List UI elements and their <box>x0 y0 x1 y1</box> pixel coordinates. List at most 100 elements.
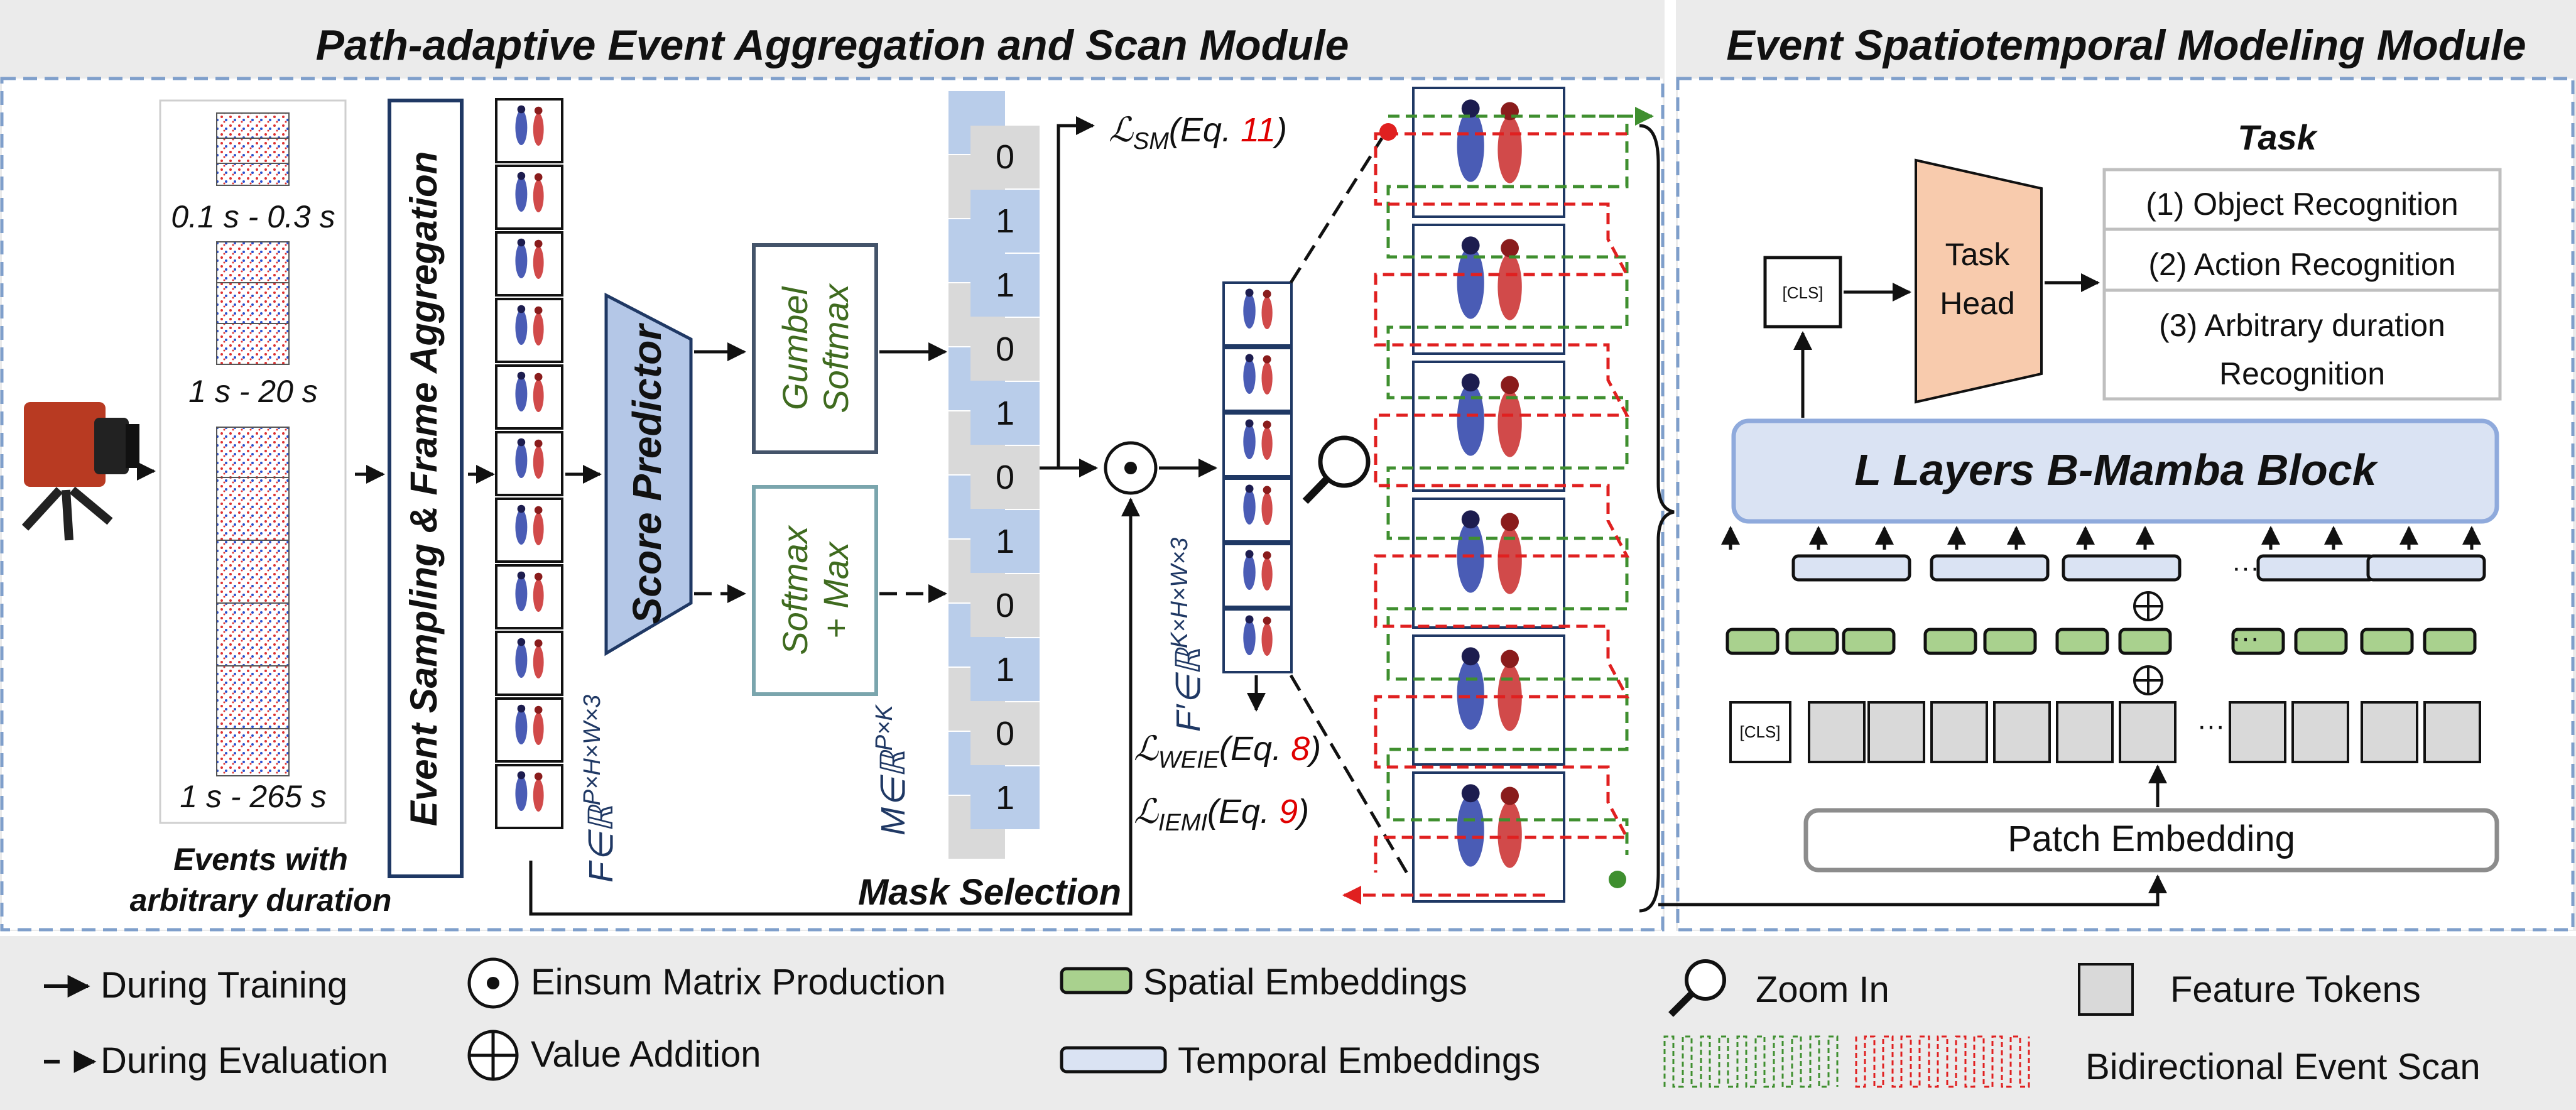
mask-value-3: 1 <box>996 266 1014 304</box>
mask-cell-6 <box>970 446 1040 509</box>
legend-zoom-icon <box>1668 959 1726 1017</box>
selected-frame-1 <box>1222 281 1293 347</box>
temporal-embedding-3 <box>2062 554 2182 582</box>
event-volume-short <box>216 112 290 186</box>
selected-frame-1-figure-blob-a <box>1243 293 1256 329</box>
patch-embedding-label: Patch Embedding <box>2008 819 2295 859</box>
zoom-frame-6-figure-blob-a <box>1457 794 1484 867</box>
temporal-embedding-5 <box>2366 554 2486 582</box>
frame-5-figure-blob-a <box>515 376 528 411</box>
selected-frame-4-figure-head-a <box>1245 484 1254 493</box>
spatial-embedding-8 <box>2231 628 2285 655</box>
feature-token-7 <box>2229 701 2286 763</box>
legend-add-icon <box>467 1030 519 1081</box>
gumbel-label-line2: Softmax <box>816 283 856 413</box>
feature-token-10 <box>2423 701 2481 763</box>
zoom-frame-1-figure-blob-a <box>1457 109 1484 182</box>
f-dimension-label: F∈ℝP×H×W×3 <box>579 695 620 883</box>
frame-2 <box>495 165 563 230</box>
frame-1-figure-blob-a <box>515 110 528 145</box>
frame-9-figure-head-b <box>534 639 543 648</box>
zoom-frame-2 <box>1412 224 1565 355</box>
zoom-frame-2-figure-blob-a <box>1457 246 1484 319</box>
zoom-frame-4 <box>1412 498 1565 629</box>
mask-value-10: 0 <box>996 715 1014 753</box>
feature-token-4 <box>1993 701 2051 763</box>
task-head-block <box>1915 158 2043 404</box>
ellipsis-spatial: ··· <box>2232 623 2259 653</box>
frame-6-figure-blob-b <box>533 446 544 479</box>
cls-token-box <box>1729 701 1791 763</box>
curly-brace <box>1639 124 1675 913</box>
mask-cell-3 <box>970 254 1040 317</box>
cls-output-box <box>1763 256 1842 329</box>
zoom-line-top <box>1289 137 1384 284</box>
feature-token-9 <box>2361 701 2418 763</box>
mamba-label: L Layers B-Mamba Block <box>1854 445 2378 494</box>
spatial-embedding-6 <box>2055 628 2109 655</box>
selected-frame-4 <box>1222 477 1293 543</box>
fprime-dimension-label: F′∈ℝK×H×W×3 <box>1166 538 1207 732</box>
ellipsis-temporal: ··· <box>2232 552 2259 583</box>
selected-frame-6-figure-head-a <box>1245 615 1254 624</box>
selected-frame-1-figure-head-a <box>1245 288 1254 297</box>
scan-end-dot <box>1609 871 1626 888</box>
zoom-frame-4-figure-head-a <box>1461 510 1480 529</box>
frame-1 <box>495 98 563 163</box>
cls-token-label: [CLS] <box>1739 722 1780 741</box>
zoom-frame-2-figure-head-a <box>1461 236 1480 255</box>
mask-cell-5 <box>970 382 1040 445</box>
mask-cell-10 <box>970 702 1040 765</box>
add-operator-2 <box>2133 665 2163 695</box>
right-module-title: Event Spatiotemporal Modeling Module <box>1726 21 2526 69</box>
frame-11-figure-head-a <box>517 771 526 780</box>
mask-cell-11 <box>970 766 1040 829</box>
selected-frame-5 <box>1222 543 1293 608</box>
frame-11 <box>495 764 563 829</box>
selected-frame-5-figure-head-a <box>1245 550 1254 558</box>
mask-cell-8 <box>970 574 1040 637</box>
spatial-embedding-2 <box>1785 628 1839 655</box>
task-title: Task <box>2237 117 2318 157</box>
task-item-2: (2) Action Recognition <box>2148 247 2455 282</box>
frame-6-figure-head-a <box>517 438 526 447</box>
zoom-frame-2-figure-blob-b <box>1497 253 1522 320</box>
feature-token-6 <box>2119 701 2177 763</box>
legend-spatial-label: Spatial Embeddings <box>1143 962 1467 1003</box>
zoom-frame-1-figure-blob-b <box>1497 116 1522 183</box>
zoom-frame-3-figure-head-a <box>1461 373 1480 392</box>
zoom-frame-3 <box>1412 361 1565 492</box>
legend-scan-red <box>1855 1035 2030 1088</box>
frame-8-figure-blob-b <box>533 579 544 612</box>
legend-zoom-label: Zoom In <box>1756 969 1889 1010</box>
frame-9-figure-blob-b <box>533 646 544 678</box>
arrow-frames-einsum <box>529 498 1140 916</box>
frame-5 <box>495 364 563 430</box>
frame-8-figure-head-b <box>534 572 543 581</box>
legend-token-label: Feature Tokens <box>2170 969 2421 1010</box>
frame-10-figure-head-a <box>517 704 526 713</box>
selected-frame-2-figure-head-b <box>1263 355 1271 364</box>
duration-label-1: 0.1 s - 0.3 s <box>171 199 335 234</box>
scan-path-backward <box>1374 132 1630 873</box>
selected-frame-3 <box>1222 412 1293 477</box>
legend-spatial-swatch <box>1060 967 1133 994</box>
mask-value-9: 1 <box>996 651 1014 688</box>
loss-sm-label: ℒSM(Eq. 11) <box>1109 111 1287 155</box>
zoom-frame-3-figure-blob-b <box>1497 390 1522 457</box>
frame-2-figure-blob-a <box>515 177 528 212</box>
selected-frame-5-figure-blob-b <box>1261 558 1273 590</box>
einsum-operator <box>1104 441 1158 495</box>
zoom-frame-5-figure-blob-b <box>1497 664 1522 731</box>
selected-frame-3-figure-head-a <box>1245 419 1254 428</box>
spatial-embedding-3 <box>1842 628 1896 655</box>
feature-token-5 <box>2056 701 2114 763</box>
frame-7-figure-blob-b <box>533 513 544 545</box>
selected-frame-5-figure-head-b <box>1263 551 1271 560</box>
ellipsis-tokens: ··· <box>2197 710 2225 741</box>
arrow-to-patch-embedding <box>1658 874 2167 906</box>
frame-9-figure-head-a <box>517 638 526 646</box>
zoom-frame-3-figure-head-b <box>1501 376 1519 394</box>
frame-10-figure-blob-a <box>515 709 528 744</box>
